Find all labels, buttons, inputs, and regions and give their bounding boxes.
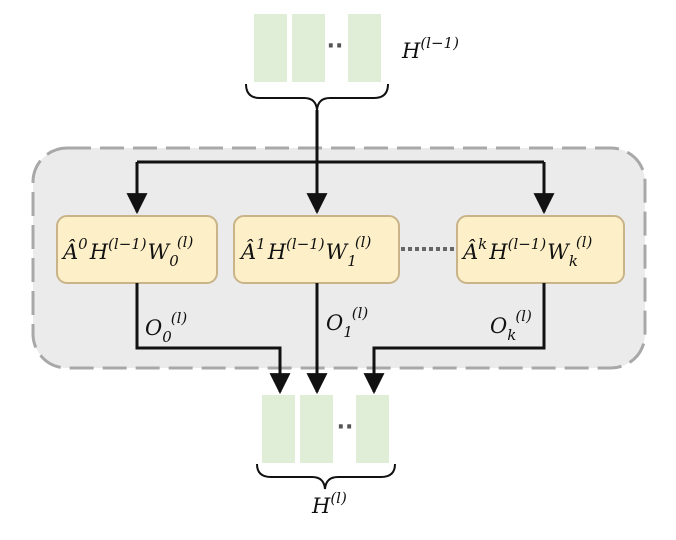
top-feature-label: H(l−1) [401,34,459,63]
op-box-k [456,215,625,284]
out-label-k: Ok(l) [490,307,532,344]
input-arrows [126,110,555,215]
top-brace [245,83,389,111]
bottom-brace [256,463,396,490]
feature-ellipsis: ·· [327,34,344,59]
feature-block [292,14,325,82]
bottom-feature-blocks: ·· [262,395,389,463]
out-label-1: O1(l) [326,304,368,341]
feature-ellipsis: ·· [337,415,354,440]
op-label-0: Â0H(l−1)W0(l) [61,233,193,270]
feature-block [262,395,295,463]
feature-block [356,395,389,463]
feature-block [300,395,333,463]
top-feature-blocks: ·· [254,14,381,82]
out-label-0: O0(l) [145,309,187,346]
op-label-k: ÂkH(l−1)Wk(l) [461,233,593,270]
op-label-1: Â1H(l−1)W1(l) [239,233,371,270]
output-arrows [135,283,546,395]
feature-block [348,14,381,82]
bottom-feature-label: H(l) [311,489,347,518]
feature-block [254,14,287,82]
